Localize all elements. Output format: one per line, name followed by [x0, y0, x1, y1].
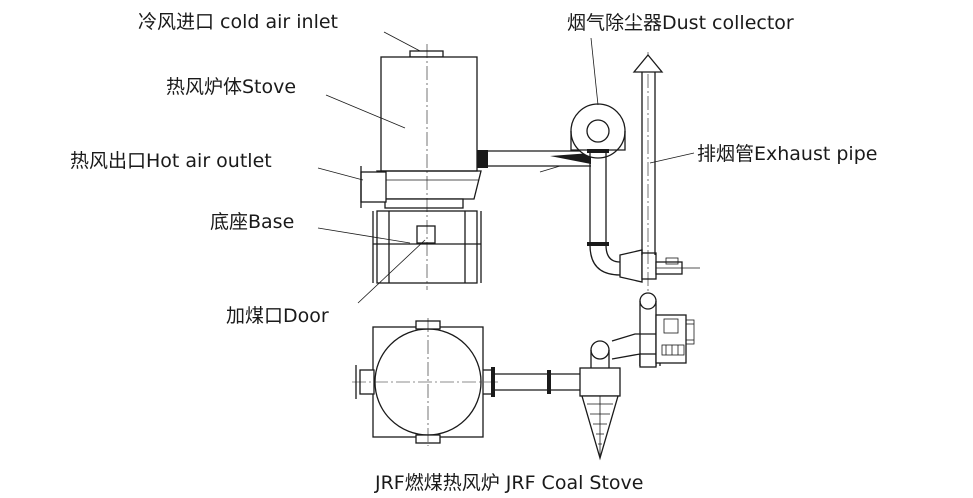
diagram-caption: JRF燃煤热风炉 JRF Coal Stove	[374, 472, 643, 494]
plan-motor-housing	[655, 314, 687, 364]
exhaust-fan	[619, 249, 643, 283]
duct-side-view	[488, 52, 700, 300]
cold-air-inlet-cap	[409, 50, 444, 58]
flame-marker	[550, 153, 591, 164]
cold-air-inlet-label: 冷风进口 cold air inlet	[138, 11, 338, 33]
stove-side-view	[360, 44, 488, 290]
stove-body	[380, 56, 478, 172]
hot-air-outlet-stub	[360, 171, 387, 203]
stove-neck	[384, 198, 464, 209]
stove-collar	[376, 170, 482, 200]
exhaust-cap	[632, 53, 664, 73]
exhaust-pipe-label: 排烟管Exhaust pipe	[697, 143, 877, 165]
coal-door	[416, 225, 436, 244]
door-label: 加煤口Door	[226, 305, 329, 327]
plan-cyclone-head	[579, 367, 621, 397]
stove-plan-view	[352, 292, 695, 461]
base-label: 底座Base	[210, 211, 294, 233]
dust-collector-label: 烟气除尘器Dust collector	[567, 12, 794, 34]
side-outlet-flange	[477, 150, 488, 168]
stove-label: 热风炉体Stove	[166, 76, 296, 98]
hot-air-outlet-label: 热风出口Hot air outlet	[70, 150, 272, 172]
leader-lines	[317, 31, 695, 304]
plan-exhaust-circle	[639, 292, 657, 310]
